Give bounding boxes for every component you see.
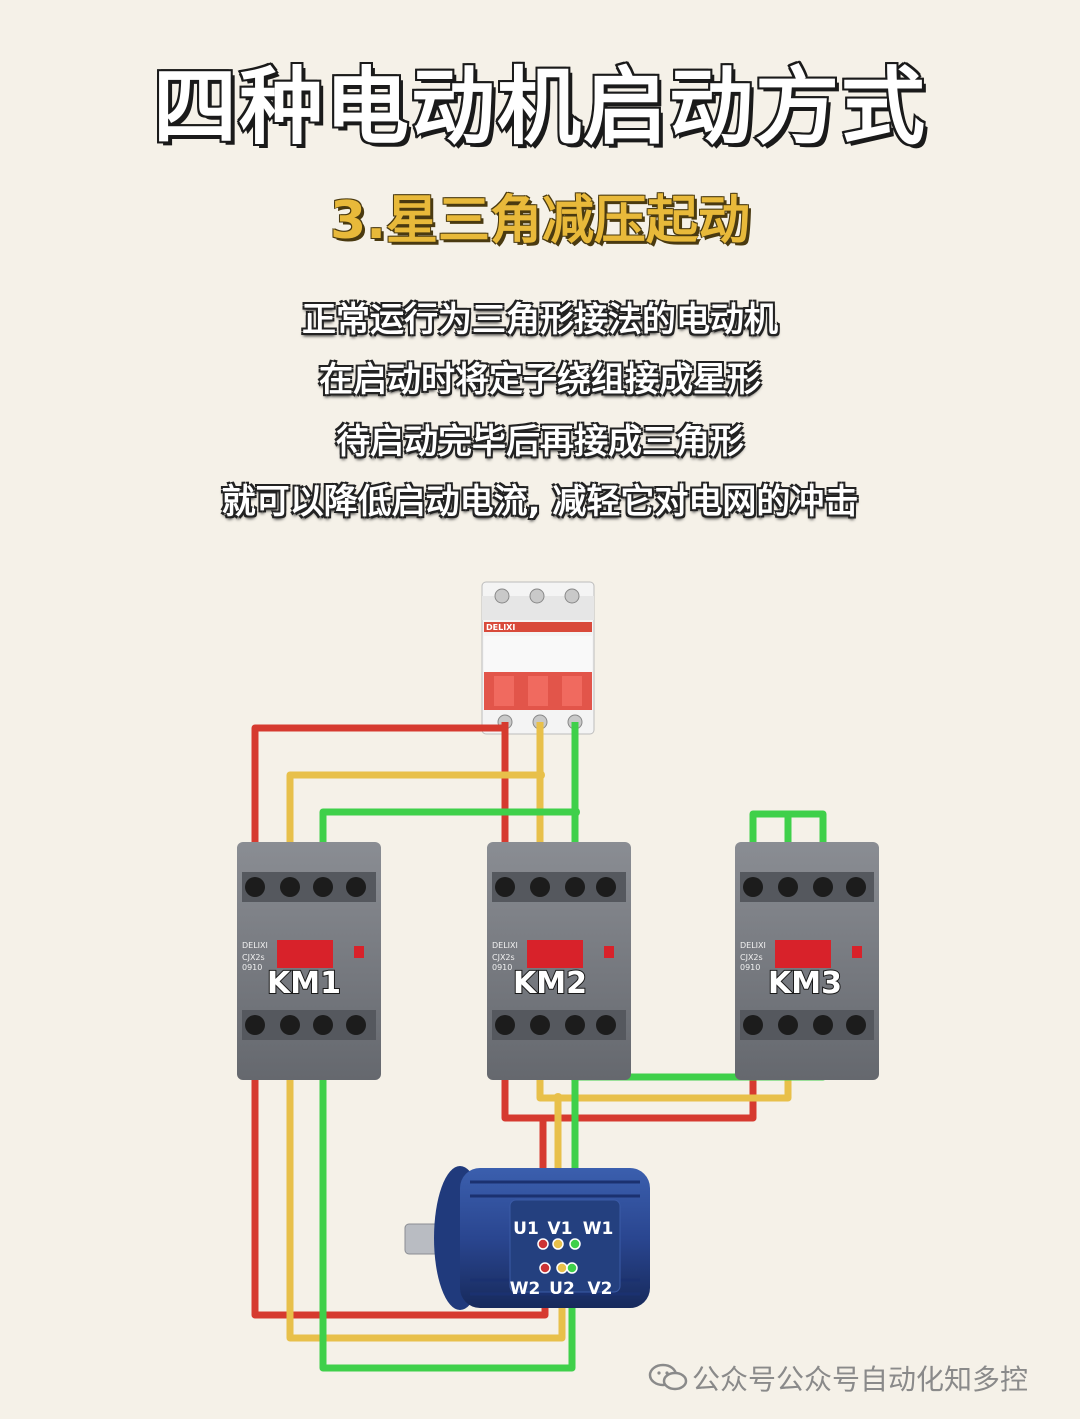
contactor-code: 0910	[740, 963, 760, 972]
terminal-label: V1	[548, 1219, 573, 1239]
contactor-brand: DELIXI	[492, 941, 518, 950]
wechat-icon	[648, 1363, 688, 1391]
circuit-breaker: DELIXI	[481, 581, 595, 735]
wire-yellow	[286, 722, 544, 885]
terminal-label: W2	[510, 1279, 541, 1299]
watermark: 公众号公众号自动化知多控	[692, 1363, 1029, 1396]
contactor-label: KM3	[768, 966, 842, 1001]
page-title: 四种电动机启动方式	[151, 56, 927, 158]
contactor-km2: DELIXI CJX2s 0910 KM2	[487, 842, 631, 1080]
breaker-brand: DELIXI	[486, 623, 515, 632]
motor: U1 V1 W1 W2 U2 V2	[404, 1166, 650, 1310]
page-subtitle: 3.星三角减压起动	[330, 191, 750, 251]
description-line-2: 在启动时将定子绕组接成星形	[319, 360, 761, 400]
wire-red	[251, 722, 509, 885]
description-line-4: 就可以降低启动电流, 减轻它对电网的冲击	[221, 482, 859, 522]
contactor-km1: DELIXI CJX2s 0910 KM1	[237, 842, 381, 1080]
contactor-km3: DELIXI CJX2s 0910 KM3	[735, 842, 879, 1080]
terminal-label: U1	[513, 1219, 539, 1239]
contactor-model: CJX2s	[492, 953, 515, 962]
terminal-label: V2	[588, 1279, 613, 1299]
contactor-brand: DELIXI	[242, 941, 268, 950]
wire-green	[319, 1025, 576, 1372]
contactor-label: KM1	[267, 966, 341, 1001]
contactor-model: CJX2s	[242, 953, 265, 962]
contactor-model: CJX2s	[740, 953, 763, 962]
contactor-code: 0910	[242, 963, 262, 972]
description-line-1: 正常运行为三角形接法的电动机	[302, 300, 778, 340]
description-line-3: 待启动完毕后再接成三角形	[336, 422, 744, 462]
terminal-label: W1	[583, 1219, 614, 1239]
contactor-code: 0910	[492, 963, 512, 972]
terminal-label: U2	[549, 1279, 575, 1299]
contactor-brand: DELIXI	[740, 941, 766, 950]
contactor-label: KM2	[513, 966, 587, 1001]
